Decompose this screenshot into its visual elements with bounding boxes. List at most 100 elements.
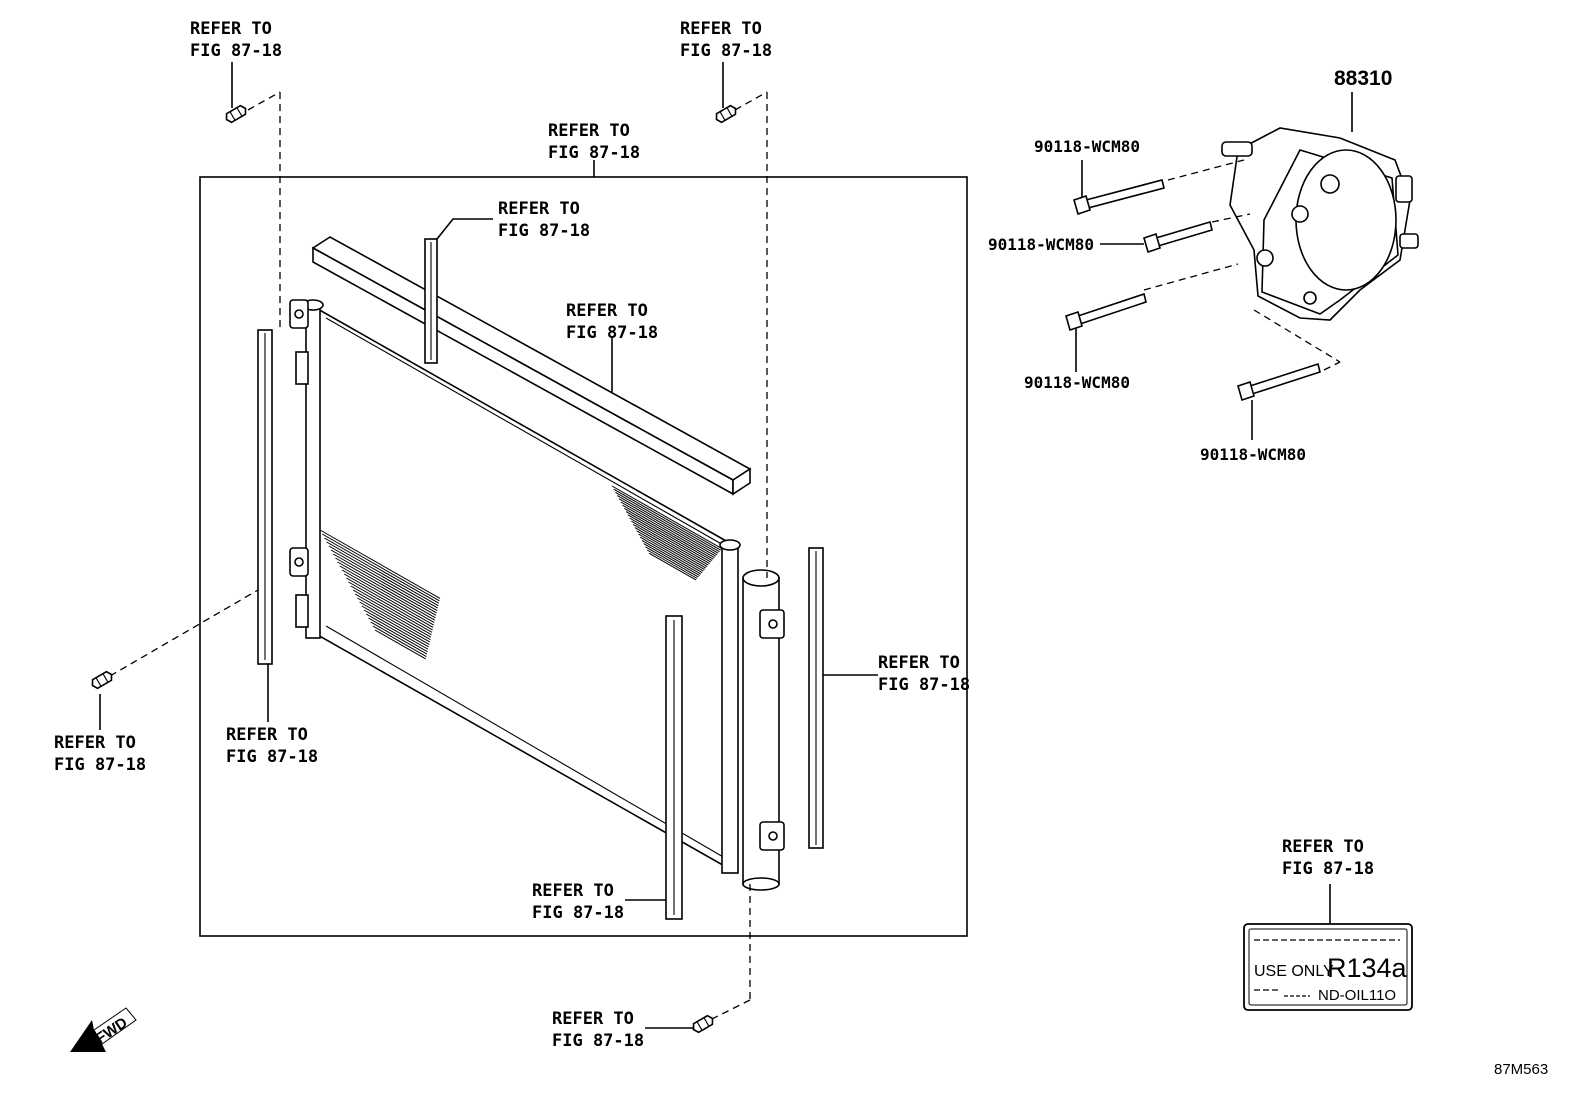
fin-line — [330, 549, 438, 611]
fin-line — [648, 552, 697, 581]
callout-10-line2: FIG 87-18 — [552, 1031, 644, 1051]
fin-line — [357, 597, 431, 641]
fin-line — [341, 569, 435, 624]
fin-line — [629, 517, 710, 565]
leader-lines — [99, 62, 878, 1029]
callout-11-line1: REFER TO — [1282, 837, 1364, 857]
bolt-left — [91, 670, 113, 690]
callout-4-line2: FIG 87-18 — [498, 221, 590, 241]
fin-line — [625, 511, 713, 562]
fin-line — [615, 491, 720, 553]
fin-line — [337, 561, 436, 619]
callout-2-line1: REFER TO — [680, 19, 762, 39]
callout-7-line1: REFER TO — [54, 733, 136, 753]
fin-line — [634, 527, 707, 569]
bolt-top-middle — [715, 104, 737, 124]
fwd-arrow: FWD — [70, 1007, 137, 1052]
fin-line — [319, 529, 441, 599]
fin-line — [638, 533, 704, 572]
fin-hatching-left — [319, 529, 441, 660]
upper-small-seal — [424, 238, 438, 364]
callout-3-line2: FIG 87-18 — [548, 143, 640, 163]
fin-line — [368, 617, 428, 653]
lower-front-seal — [665, 615, 683, 920]
callout-6-line2: FIG 87-18 — [878, 675, 970, 695]
figure-code: 87M563 — [1494, 1061, 1548, 1078]
fin-line — [632, 523, 708, 568]
fin-line — [354, 593, 432, 638]
right-side-seal — [808, 547, 824, 849]
bolt-top-left — [225, 104, 247, 124]
callout-1-line2: FIG 87-18 — [190, 41, 282, 61]
callout-texts: REFER TO FIG 87-18 REFER TO FIG 87-18 RE… — [54, 19, 1374, 1051]
fin-line — [624, 507, 714, 560]
fin-line — [321, 533, 440, 602]
fin-line — [352, 589, 432, 636]
compressor-bolt-2 — [1100, 213, 1251, 254]
callout-8-line2: FIG 87-18 — [226, 747, 318, 767]
fin-line — [350, 585, 433, 633]
fin-line — [641, 539, 702, 575]
bolt-part-number-3: 90118-WCM80 — [1024, 373, 1130, 392]
fin-line — [646, 549, 698, 579]
fin-line — [359, 601, 431, 643]
top-seal — [311, 236, 752, 496]
fin-line — [622, 504, 715, 559]
callout-2-line2: FIG 87-18 — [680, 41, 772, 61]
compressor-bolt-1 — [1073, 159, 1245, 216]
fin-line — [372, 625, 427, 657]
fin-line — [631, 520, 709, 566]
fin-line — [611, 485, 723, 550]
callout-5-line1: REFER TO — [566, 301, 648, 321]
fin-line — [335, 557, 437, 616]
fin-line — [328, 545, 438, 609]
fin-line — [363, 609, 429, 648]
compressor-bolt-3 — [1065, 263, 1239, 372]
label-oil: ND-OIL11O — [1318, 987, 1396, 1004]
fin-line — [627, 514, 712, 563]
label-use-only: USE ONLY — [1254, 963, 1334, 980]
fin-line — [617, 495, 719, 554]
fin-hatching-right — [611, 485, 723, 581]
condenser-assembly-frame — [199, 176, 968, 937]
fin-line — [639, 536, 703, 573]
callout-10-line1: REFER TO — [552, 1009, 634, 1029]
fin-line — [613, 488, 722, 551]
callout-1-line1: REFER TO — [190, 19, 272, 39]
fin-line — [326, 541, 439, 607]
callout-8-line1: REFER TO — [226, 725, 308, 745]
refrigerant-label-plate: USE ONLY R134a ND-OIL11O — [1243, 884, 1413, 1011]
fin-line — [332, 553, 437, 614]
fin-line — [645, 546, 699, 578]
bolt-part-number-2: 90118-WCM80 — [988, 235, 1094, 254]
fin-line — [618, 498, 718, 556]
bolt-part-number-1: 90118-WCM80 — [1034, 137, 1140, 156]
fin-line — [361, 605, 430, 645]
callout-6-line1: REFER TO — [878, 653, 960, 673]
compressor-part-number: 88310 — [1334, 67, 1392, 90]
fin-line — [324, 537, 440, 604]
fin-line — [343, 573, 434, 626]
callout-3-line1: REFER TO — [548, 121, 630, 141]
condenser-core — [302, 299, 741, 874]
fin-line — [374, 629, 427, 660]
compressor-88310 — [1221, 92, 1419, 321]
callout-5-line2: FIG 87-18 — [566, 323, 658, 343]
left-side-seal — [257, 329, 273, 665]
dashed-assembly-lines — [109, 91, 768, 1021]
callout-11-line2: FIG 87-18 — [1282, 859, 1374, 879]
label-refrigerant: R134a — [1327, 953, 1408, 983]
callout-4-line1: REFER TO — [498, 199, 580, 219]
fin-line — [620, 501, 717, 557]
compressor-bolt-4 — [1237, 309, 1341, 440]
bolt-bottom — [692, 1014, 714, 1034]
callout-7-line2: FIG 87-18 — [54, 755, 146, 775]
core-brackets-left — [289, 299, 309, 628]
fin-line — [339, 565, 436, 621]
fin-line — [370, 621, 428, 655]
receiver-tank — [742, 569, 785, 891]
fin-line — [346, 577, 434, 628]
bolt-part-number-4: 90118-WCM80 — [1200, 445, 1306, 464]
fin-line — [365, 613, 429, 650]
